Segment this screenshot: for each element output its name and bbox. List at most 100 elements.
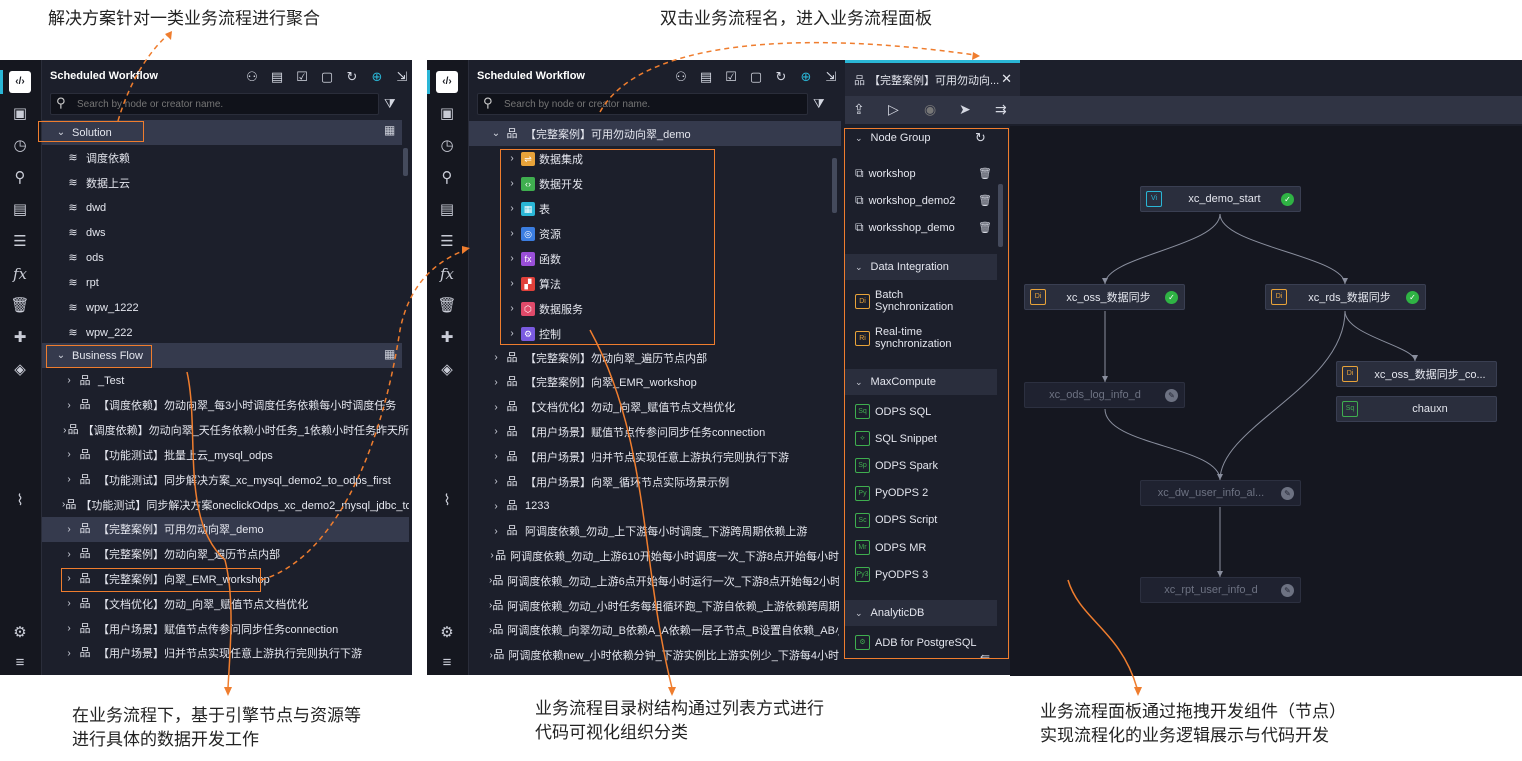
- code-icon[interactable]: ‹/›: [9, 71, 31, 93]
- import-icon[interactable]: ⇲: [825, 69, 837, 84]
- collapse-icon[interactable]: ⇚: [980, 650, 991, 658]
- node-chauxn[interactable]: Sq chauxn: [1336, 396, 1497, 422]
- table-icon[interactable]: ▤: [12, 201, 28, 218]
- solution-item[interactable]: ≋ods: [42, 245, 402, 270]
- node-dw[interactable]: xc_dw_user_info_al... ✎: [1140, 480, 1301, 506]
- flow-item[interactable]: ›品阿调度依赖_勿动_上下游每小时调度_下游跨周期依赖上游: [469, 519, 839, 544]
- deploy-icon[interactable]: ➤: [959, 101, 971, 117]
- solution-item[interactable]: ≋dwd: [42, 195, 402, 220]
- flow-item[interactable]: ›品【调度依赖】勿动向翠_每3小时调度任务依赖每小时调度任务: [42, 393, 409, 418]
- list-icon[interactable]: ☰: [13, 233, 27, 250]
- flow-item[interactable]: ›品【用户场景】赋值节点传参问同步任务connection: [42, 616, 409, 641]
- node-rds[interactable]: Di xc_rds_数据同步 ✓: [1265, 284, 1426, 310]
- workflow-canvas[interactable]: Vi xc_demo_start ✓ Di xc_oss_数据同步 ✓ Di x…: [1010, 126, 1522, 676]
- new-file-icon[interactable]: ▢: [749, 69, 763, 84]
- flow-item[interactable]: ›品阿调度依赖_向翠勿动_B依赖A_A依赖一层子节点_B设置自依赖_AB小: [469, 618, 839, 643]
- function-icon[interactable]: fx: [12, 265, 27, 283]
- close-icon[interactable]: ✕: [1001, 71, 1012, 86]
- flow-item[interactable]: ›品【用户场景】赋值节点传参问同步任务connection: [469, 419, 839, 444]
- refresh-icon[interactable]: ↻: [975, 130, 986, 145]
- run-icon[interactable]: ▷: [888, 101, 899, 117]
- open-flow-row[interactable]: ⌄ 品 【完整案例】可用勿动向翠_demo: [469, 121, 841, 146]
- solution-item[interactable]: ≋调度依赖: [42, 145, 402, 170]
- category-folder[interactable]: ›▦表: [469, 196, 829, 221]
- puzzle-icon[interactable]: ✚: [13, 329, 27, 346]
- category-folder[interactable]: ›⬡数据服务: [469, 296, 829, 321]
- editor-tab[interactable]: 品【完整案例】可用勿动向... ✕: [845, 60, 1020, 96]
- flow-item[interactable]: ›品【文档优化】勿动_向翠_赋值节点文档优化: [42, 591, 409, 616]
- flow-item[interactable]: ›品【调度依赖】勿动向翠_天任务依赖小时任务_1依赖小时任务昨天所: [42, 418, 409, 443]
- trash-icon[interactable]: 🗑: [10, 297, 30, 314]
- menu-icon[interactable]: ≡: [442, 654, 452, 671]
- node-rpt[interactable]: xc_rpt_user_info_d ✎: [1140, 577, 1301, 603]
- grid-view-icon[interactable]: ▦: [384, 347, 396, 361]
- clock-icon[interactable]: ◷: [440, 137, 454, 154]
- briefcase-icon[interactable]: ▣: [12, 105, 28, 122]
- node-oss[interactable]: Di xc_oss_数据同步 ✓: [1024, 284, 1185, 310]
- activity-icon[interactable]: ⌇: [443, 492, 451, 509]
- stop-icon[interactable]: ◉: [924, 101, 937, 117]
- delete-icon[interactable]: 🗑: [978, 195, 992, 207]
- solution-item[interactable]: ≋wpw_1222: [42, 295, 402, 320]
- function-icon[interactable]: fx: [439, 265, 454, 283]
- solution-item[interactable]: ≋dws: [42, 220, 402, 245]
- search-icon[interactable]: ⚲: [441, 169, 453, 186]
- category-folder[interactable]: ›▞算法: [469, 271, 829, 296]
- palette-section-header[interactable]: ⌄AnalyticDB: [845, 600, 997, 627]
- import-icon[interactable]: ⇲: [396, 69, 408, 84]
- flow-item[interactable]: ›品【用户场景】归并节点实现任意上游执行完则执行下游: [469, 444, 839, 469]
- scrollbar[interactable]: [998, 184, 1003, 247]
- locate-icon[interactable]: ⊕: [800, 69, 812, 84]
- table-icon[interactable]: ▤: [439, 201, 455, 218]
- code-icon[interactable]: ‹/›: [436, 71, 458, 93]
- operation-center-icon[interactable]: ⇉: [995, 101, 1007, 117]
- puzzle-icon[interactable]: ✚: [440, 329, 454, 346]
- flow-item[interactable]: ›品【完整案例】勿动向翠_遍历节点内部: [42, 542, 409, 567]
- flow-item[interactable]: ›品阿调度依赖_勿动_上游6点开始每小时运行一次_下游8点开始每2小时: [469, 568, 839, 593]
- search-input[interactable]: [77, 96, 372, 113]
- document-icon[interactable]: ▤: [699, 69, 713, 84]
- grid-view-icon[interactable]: ▦: [384, 123, 396, 137]
- flow-item[interactable]: ›品【功能测试】同步解决方案_xc_mysql_demo2_to_odps_fi…: [42, 467, 409, 492]
- cube-icon[interactable]: ◈: [441, 361, 453, 378]
- checklist-icon[interactable]: ☑: [725, 69, 737, 84]
- search-icon[interactable]: ⚲: [14, 169, 26, 186]
- flow-item[interactable]: ›品阿调度依赖_勿动_小时任务每组循环跑_下游自依赖_上游依赖跨周期: [469, 593, 839, 618]
- submit-icon[interactable]: ⇪: [853, 101, 865, 117]
- user-filter-icon[interactable]: ⚇: [675, 69, 687, 84]
- cube-icon[interactable]: ◈: [14, 361, 26, 378]
- flow-item[interactable]: ›品【用户场景】向翠_循环节点实际场景示例: [469, 469, 839, 494]
- solution-item[interactable]: ≋wpw_222: [42, 320, 402, 345]
- flow-item[interactable]: ›品【功能测试】同步解决方案oneclickOdps_xc_demo2_mysq…: [42, 492, 409, 517]
- flow-item[interactable]: ›品【完整案例】勿动向翠_遍历节点内部: [469, 345, 839, 370]
- scrollbar[interactable]: [403, 148, 408, 176]
- new-file-icon[interactable]: ▢: [320, 69, 334, 84]
- settings-icon[interactable]: ⚙: [440, 624, 454, 641]
- trash-icon[interactable]: 🗑: [437, 297, 457, 314]
- flow-item[interactable]: ›品【完整案例】向翠_EMR_workshop: [469, 370, 839, 395]
- clock-icon[interactable]: ◷: [13, 137, 27, 154]
- node-start[interactable]: Vi xc_demo_start ✓: [1140, 186, 1301, 212]
- category-folder[interactable]: ›⇌数据集成: [469, 146, 829, 171]
- flow-item[interactable]: ›品【功能测试】批量上云_mysql_odps: [42, 442, 409, 467]
- refresh-icon[interactable]: ↻: [346, 69, 358, 84]
- node-oss-copy[interactable]: Di xc_oss_数据同步_co...: [1336, 361, 1497, 387]
- activity-icon[interactable]: ⌇: [16, 492, 24, 509]
- flow-item[interactable]: ›品【完整案例】可用勿动向翠_demo: [42, 516, 409, 542]
- palette-section-header[interactable]: ⌄Data Integration: [845, 254, 997, 280]
- list-icon[interactable]: ☰: [440, 233, 454, 250]
- node-group-item[interactable]: ⧉workshop_demo2🗑: [855, 193, 992, 208]
- checklist-icon[interactable]: ☑: [296, 69, 308, 84]
- node-group-item[interactable]: ⧉worksshop_demo🗑: [855, 220, 992, 235]
- node-group-item[interactable]: ⧉workshop🗑: [855, 166, 992, 181]
- settings-icon[interactable]: ⚙: [13, 624, 27, 641]
- flow-item[interactable]: ›品【完整案例】向翠_EMR_workshop: [42, 566, 409, 591]
